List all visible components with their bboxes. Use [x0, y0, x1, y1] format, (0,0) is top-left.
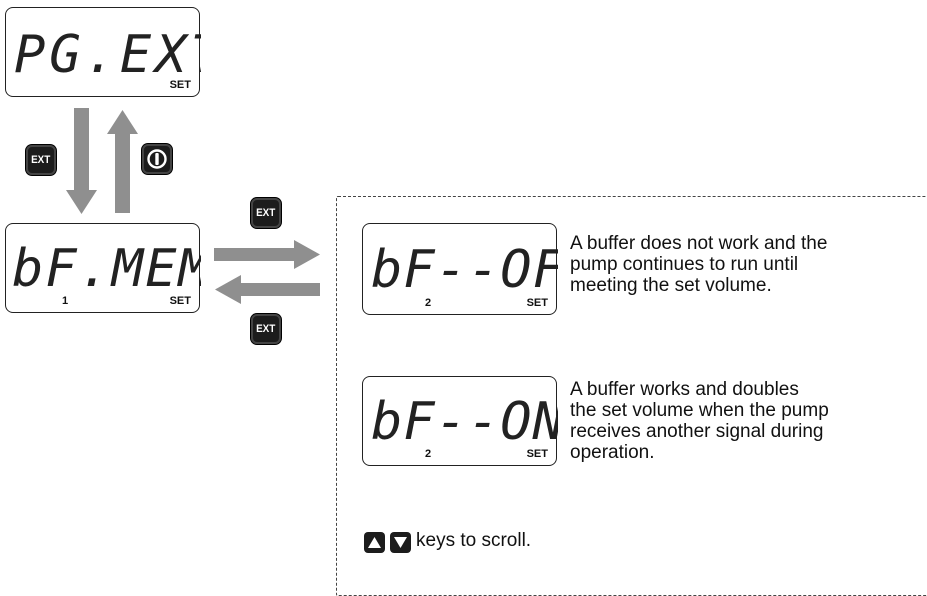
- set-label: SET: [169, 295, 191, 307]
- ext-key-right[interactable]: EXT: [251, 198, 281, 228]
- segment-text: bF--ON: [371, 392, 558, 452]
- svg-text:bF.MEM: bF.MEM: [12, 239, 201, 299]
- description-buffer-off: A buffer does not work and the pump cont…: [570, 233, 828, 296]
- svg-text:bF--OF: bF--OF: [371, 240, 558, 300]
- arrow-down: [66, 108, 97, 214]
- ext-key-left[interactable]: EXT: [251, 314, 281, 344]
- arrow-right: [214, 240, 320, 269]
- segment-text: bF.MEM: [12, 239, 201, 299]
- set-label: SET: [526, 448, 548, 460]
- power-icon: [147, 149, 167, 169]
- lcd-display-bf-on: bF--ON 2 SET: [362, 376, 558, 466]
- svg-text:bF--ON: bF--ON: [371, 392, 558, 452]
- step-number: 2: [425, 297, 432, 309]
- svg-text:PG.EXT: PG.EXT: [14, 25, 201, 85]
- down-triangle-icon[interactable]: [390, 532, 411, 553]
- lcd-display-bf-off: bF--OF 2 SET: [362, 223, 558, 315]
- step-number: 1: [62, 295, 69, 307]
- arrow-left: [215, 275, 320, 304]
- flow-arrows: [66, 108, 320, 304]
- segment-text: PG.EXT: [14, 25, 201, 85]
- power-key[interactable]: [142, 144, 172, 174]
- set-label: SET: [169, 79, 191, 91]
- step-number: 2: [425, 448, 432, 460]
- lcd-display-pgext: PG.EXT SET: [5, 7, 201, 97]
- arrow-up: [107, 110, 138, 213]
- description-buffer-on: A buffer works and doubles the set volum…: [570, 379, 829, 463]
- ext-key-down[interactable]: EXT: [26, 145, 56, 175]
- up-triangle-icon[interactable]: [364, 532, 385, 553]
- scroll-hint: keys to scroll.: [416, 530, 532, 551]
- set-label: SET: [526, 297, 548, 309]
- lcd-display-bfmem: bF.MEM 1 SET: [5, 223, 201, 313]
- segment-text: bF--OF: [371, 240, 558, 300]
